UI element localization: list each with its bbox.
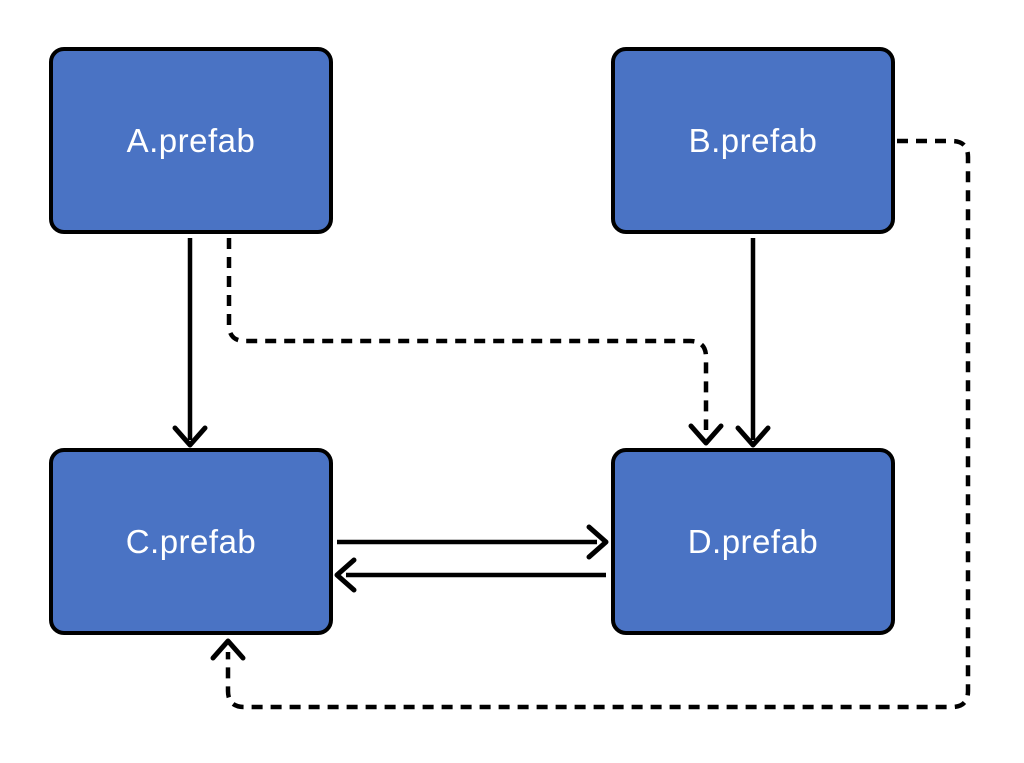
arrowhead-down-icon bbox=[688, 423, 724, 446]
arrowhead-down-icon bbox=[735, 425, 771, 448]
node-c-label: C.prefab bbox=[125, 523, 257, 560]
edge-a-to-c bbox=[172, 238, 208, 448]
edge-d-to-c bbox=[334, 557, 606, 593]
node-a-label: A.prefab bbox=[126, 122, 256, 159]
arrowhead-down-icon bbox=[172, 425, 208, 448]
edge-b-to-d bbox=[735, 238, 771, 448]
arrowhead-left-icon bbox=[334, 557, 357, 593]
node-c-prefab: C.prefab bbox=[49, 448, 333, 635]
node-d-label: D.prefab bbox=[687, 523, 819, 560]
node-a-prefab: A.prefab bbox=[49, 47, 333, 234]
arrowhead-up-icon bbox=[210, 638, 246, 661]
edge-a-to-d bbox=[226, 238, 724, 446]
node-b-label: B.prefab bbox=[688, 122, 818, 159]
arrowhead-right-icon bbox=[586, 524, 609, 560]
node-b-prefab: B.prefab bbox=[611, 47, 895, 234]
edge-c-to-d bbox=[337, 524, 609, 560]
node-d-prefab: D.prefab bbox=[611, 448, 895, 635]
